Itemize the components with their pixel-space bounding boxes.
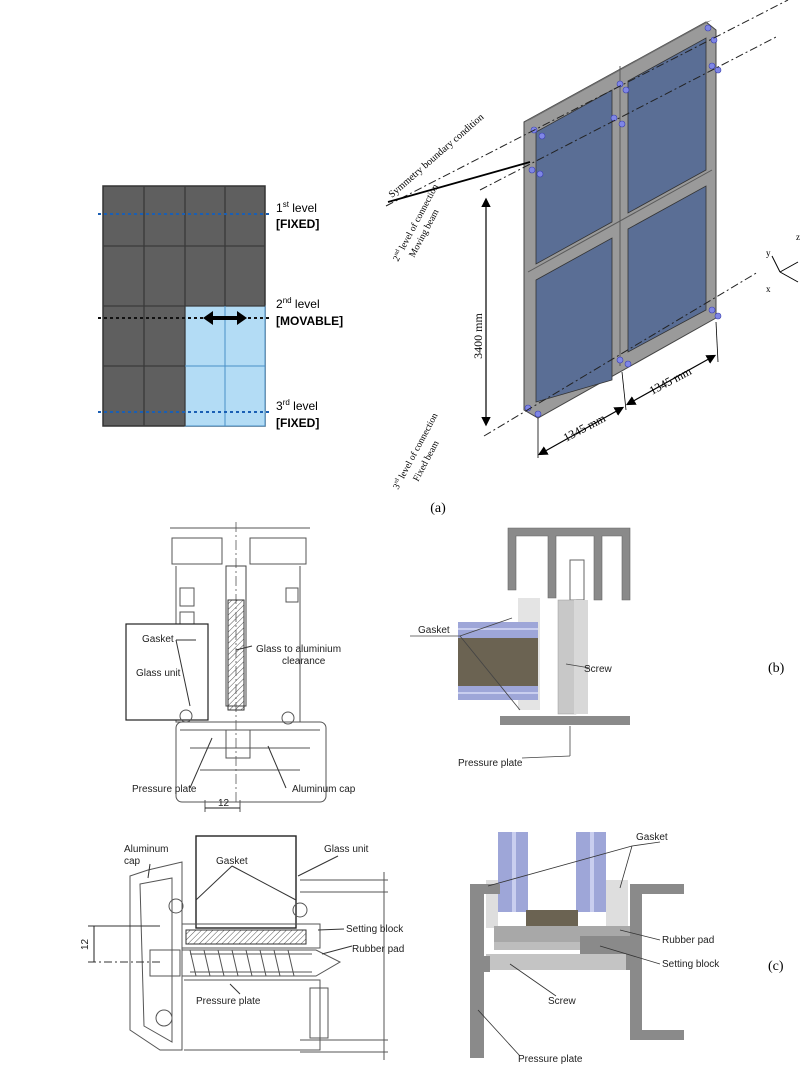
grid-lines xyxy=(103,186,265,426)
b-right-pressure-plate-label: Pressure plate xyxy=(458,758,523,769)
width-dim-line-2 xyxy=(625,354,717,406)
grid-diagram: 1st level [FIXED] 2nd level [MOVABLE] 3r… xyxy=(98,185,343,430)
width-dim-line-1 xyxy=(537,406,625,456)
caption-c: (c) xyxy=(768,959,784,974)
c-right-screw-label: Screw xyxy=(548,996,577,1007)
b-left-clearance-label-1: Glass to aluminium xyxy=(256,644,341,655)
c-left-setting-block-label: Setting block xyxy=(346,924,404,935)
b-right-screw-label: Screw xyxy=(584,664,613,675)
c-right-setting-block-label: Setting block xyxy=(662,959,720,970)
level1-label: 1st level xyxy=(276,200,317,215)
reference-lines xyxy=(385,0,789,437)
grid-lines-movable xyxy=(185,306,265,426)
frame-depth xyxy=(524,20,712,122)
axis-y-label: y xyxy=(766,248,771,258)
b-left-dim-label: 12 xyxy=(218,798,230,809)
c-right-pressure-plate-label: Pressure plate xyxy=(518,1054,583,1065)
caption-a: (a) xyxy=(430,501,446,516)
glass-pane-upper-right xyxy=(627,37,707,214)
section-b-left xyxy=(125,522,327,812)
b-left-aluminum-cap-label: Aluminum cap xyxy=(292,784,356,795)
caption-b: (b) xyxy=(768,661,785,676)
width-dim-label-2: 1345 mm xyxy=(647,364,694,398)
b-left-clearance-label-2: clearance xyxy=(282,656,326,667)
c-left-aluminum-cap-label-2: cap xyxy=(124,856,141,867)
axis-x-label: x xyxy=(766,284,771,294)
level2-state: [MOVABLE] xyxy=(276,314,343,328)
c-left-rubber-pad-label: Rubber pad xyxy=(352,944,404,955)
height-dim-label: 3400 mm xyxy=(471,313,485,359)
level3-state: [FIXED] xyxy=(276,416,319,430)
b-left-gasket-label: Gasket xyxy=(142,634,174,645)
c-right-gasket-label: Gasket xyxy=(636,832,668,843)
fe-model: 3400 mm 1345 mm 1345 mm Symmetry boundar… xyxy=(385,0,800,491)
axes-triad xyxy=(771,255,799,283)
b-left-pressure-plate-label: Pressure plate xyxy=(132,784,197,795)
movable-double-arrow xyxy=(203,311,247,325)
c-left-dim-label: 12 xyxy=(80,938,91,950)
c-left-pressure-plate-label: Pressure plate xyxy=(196,996,261,1007)
c-left-aluminum-cap-label-1: Aluminum xyxy=(124,844,168,855)
level2-label: 2nd level xyxy=(276,296,320,311)
glass-pane-upper-left xyxy=(535,89,613,265)
level3-label: 3rd level xyxy=(276,398,318,413)
glass-pane-lower-left xyxy=(535,237,613,403)
b-right-gasket-label: Gasket xyxy=(418,625,450,636)
section-b-right xyxy=(410,527,631,759)
b-left-glass-unit-label: Glass unit xyxy=(136,668,181,679)
level1-state: [FIXED] xyxy=(276,217,319,231)
width-dim-label-1: 1345 mm xyxy=(561,411,608,445)
c-left-gasket-label: Gasket xyxy=(216,856,248,867)
axis-z-label: z xyxy=(796,232,800,242)
c-right-rubber-pad-label: Rubber pad xyxy=(662,935,714,946)
section-c-left xyxy=(88,835,388,1060)
section-c-right xyxy=(470,832,684,1058)
c-left-glass-unit-label: Glass unit xyxy=(324,844,369,855)
glass-pane-lower-right xyxy=(627,185,707,353)
